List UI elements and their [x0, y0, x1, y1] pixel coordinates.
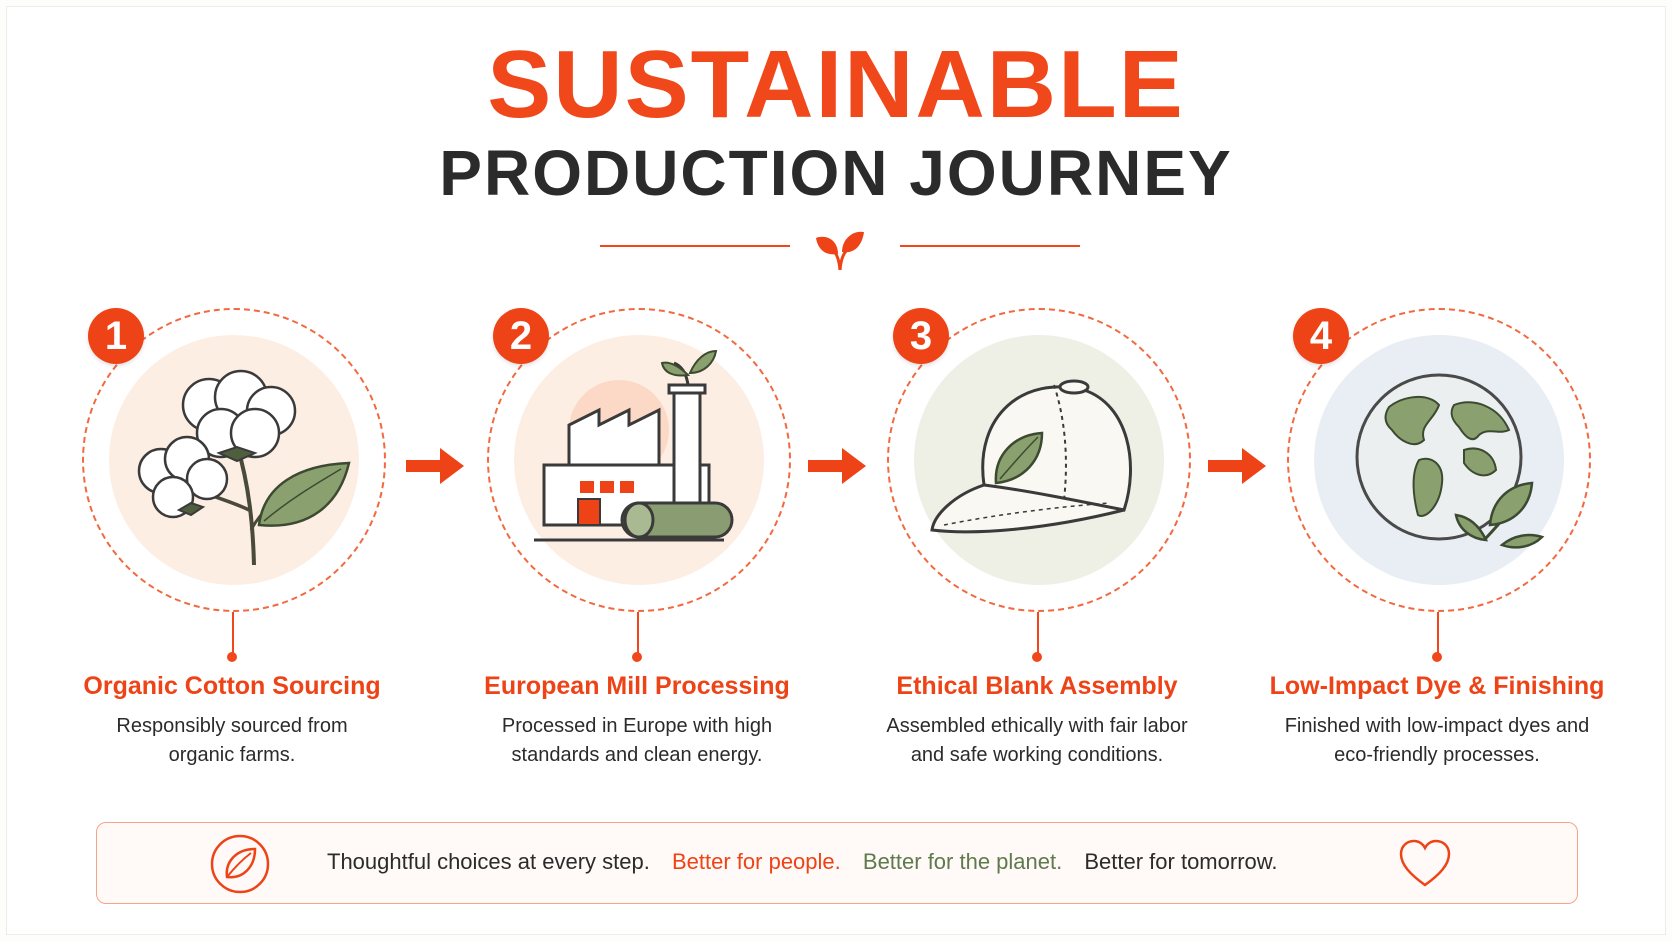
step-title: European Mill Processing: [484, 672, 790, 700]
page-subtitle: PRODUCTION JOURNEY: [439, 137, 1233, 209]
connector-dot: [1432, 652, 1442, 662]
footer-message: Thoughtful choices at every step. Better…: [327, 849, 1294, 875]
step-ring: [1287, 308, 1591, 612]
step-number-badge: 3: [893, 308, 949, 364]
heart-icon: [1399, 839, 1451, 887]
footer-text-planet: Better for the planet.: [862, 849, 1063, 874]
step-2: 2 European Mill Processing Processed in …: [484, 300, 807, 780]
page-title: SUSTAINABLE: [487, 31, 1185, 138]
step-ring: [82, 308, 386, 612]
step-description: Assembled ethically with fair labor and …: [886, 715, 1188, 766]
footer-text-choices: Thoughtful choices at every step.: [327, 849, 650, 874]
connector-dot: [632, 652, 642, 662]
connector-dot: [227, 652, 237, 662]
step-number-badge: 4: [1293, 308, 1349, 364]
step-ring: [887, 308, 1191, 612]
step-description: Responsibly sourced from organic farms.: [116, 715, 348, 766]
footer-text-tomorrow: Better for tomorrow.: [1084, 849, 1278, 874]
footer-banner: Thoughtful choices at every step. Better…: [96, 822, 1578, 904]
step-1: 1 Organic Cotton Sourcing Responsibly so…: [82, 300, 402, 780]
step-title: Organic Cotton Sourcing: [83, 672, 381, 700]
title-divider-left: [600, 245, 790, 247]
step-title: Ethical Blank Assembly: [896, 672, 1178, 700]
factory-icon: [534, 349, 734, 542]
step-description: Processed in Europe with high standards …: [501, 715, 773, 766]
arrow-right-icon: [406, 448, 464, 484]
step-3: 3 Ethical Blank Assembly Assembled ethic…: [886, 300, 1207, 780]
footer-text-people: Better for people.: [671, 849, 841, 874]
connector-line: [1037, 612, 1039, 656]
arrow-right-icon: [1208, 448, 1266, 484]
step-4: 4 Low-Impact Dye & Finishing Finished wi…: [1270, 300, 1607, 780]
leaf-icon: [210, 834, 270, 894]
step-title: Low-Impact Dye & Finishing: [1269, 672, 1605, 700]
connector-line: [1437, 612, 1439, 656]
leaf-sprout-icon: [812, 224, 868, 279]
title-divider-right: [900, 245, 1080, 247]
connector-dot: [1032, 652, 1042, 662]
globe-icon: [1355, 373, 1545, 549]
step-ring: [487, 308, 791, 612]
arrow-right-icon: [808, 448, 866, 484]
step-number-badge: 1: [88, 308, 144, 364]
cotton-plant-icon: [137, 369, 351, 566]
cap-icon: [930, 379, 1132, 534]
step-description: Finished with low-impact dyes and eco-fr…: [1284, 715, 1590, 766]
step-number-badge: 2: [493, 308, 549, 364]
connector-line: [637, 612, 639, 656]
connector-line: [232, 612, 234, 656]
